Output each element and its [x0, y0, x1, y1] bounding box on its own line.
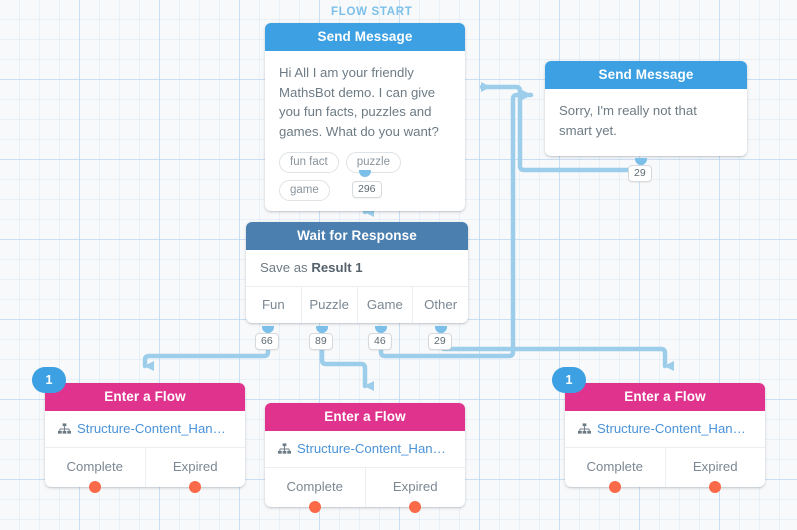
order-badge-enter-flow-right: 1	[552, 367, 586, 393]
sitemap-icon	[278, 442, 291, 454]
exit-expired-right[interactable]: Expired	[666, 448, 766, 493]
quick-reply-chip[interactable]: fun fact	[279, 152, 339, 173]
exit-label: Expired	[692, 459, 738, 474]
exit-dot[interactable]	[88, 481, 101, 493]
quick-reply-chip[interactable]: puzzle	[345, 152, 401, 173]
node-enter-a-flow-right[interactable]: Enter a Flow Structure-Content_Handler… …	[565, 383, 766, 493]
flow-start-label: FLOW START	[331, 6, 413, 18]
exit-complete-center[interactable]: Complete	[265, 468, 366, 513]
save-as-row: Save as Result 1	[246, 250, 468, 287]
sitemap-icon	[58, 422, 71, 434]
flow-link-left[interactable]: Structure-Content_Handler…	[77, 421, 232, 436]
branch-game[interactable]: Game	[358, 287, 414, 323]
flow-link-right[interactable]: Structure-Content_Handler…	[597, 421, 752, 436]
save-as-value: Result 1	[311, 260, 363, 275]
exit-row-left: Complete Expired	[45, 448, 246, 493]
exit-expired-center[interactable]: Expired	[366, 468, 466, 513]
wire-other-to-right-flow	[438, 338, 674, 371]
exit-label: Complete	[66, 459, 123, 474]
exit-complete-right[interactable]: Complete	[565, 448, 666, 493]
count-badge-send-message-main[interactable]: 296	[352, 181, 382, 198]
node-header-enter-a-flow-left: Enter a Flow	[45, 383, 245, 411]
node-header-enter-a-flow-right: Enter a Flow	[565, 383, 765, 411]
connector-nub[interactable]	[316, 326, 328, 333]
save-as-label: Save as	[260, 260, 308, 275]
exit-expired-left[interactable]: Expired	[146, 448, 246, 493]
flow-link-row-right[interactable]: Structure-Content_Handler…	[565, 411, 765, 448]
node-send-message-fallback[interactable]: Send Message Sorry, I'm really not that …	[545, 61, 747, 156]
node-header-send-message-fallback: Send Message	[545, 61, 747, 89]
flow-link-row-left[interactable]: Structure-Content_Handler…	[45, 411, 245, 448]
branch-fun[interactable]: Fun	[246, 287, 302, 323]
exit-row-right: Complete Expired	[565, 448, 766, 493]
order-badge-enter-flow-left: 1	[32, 367, 66, 393]
node-enter-a-flow-center[interactable]: Enter a Flow Structure-Content_Handler… …	[265, 403, 466, 513]
exit-row-center: Complete Expired	[265, 468, 466, 513]
exit-label: Complete	[586, 459, 643, 474]
exit-dot[interactable]	[608, 481, 621, 493]
exit-label: Complete	[286, 479, 343, 494]
exit-dot[interactable]	[709, 481, 722, 493]
connector-nub[interactable]	[262, 326, 274, 333]
message-text-fallback: Sorry, I'm really not that smart yet.	[559, 103, 697, 138]
node-header-enter-a-flow-center: Enter a Flow	[265, 403, 465, 431]
count-badge-branch-puzzle[interactable]: 89	[309, 333, 333, 350]
count-badge-send-message-fallback[interactable]: 29	[628, 165, 652, 182]
flow-link-row-center[interactable]: Structure-Content_Handler…	[265, 431, 465, 468]
sitemap-icon	[578, 422, 591, 434]
branch-puzzle[interactable]: Puzzle	[302, 287, 358, 323]
node-header-wait-for-response: Wait for Response	[246, 222, 468, 250]
count-badge-branch-other[interactable]: 29	[428, 333, 452, 350]
exit-dot[interactable]	[189, 481, 202, 493]
exit-complete-left[interactable]: Complete	[45, 448, 146, 493]
message-text: Hi All I am your friendly MathsBot demo.…	[279, 65, 439, 139]
node-enter-a-flow-left[interactable]: Enter a Flow Structure-Content_Handler… …	[45, 383, 246, 493]
wire-fun-to-left-flow	[142, 344, 271, 371]
branch-row: Fun Puzzle Game Other	[246, 287, 468, 323]
exit-dot[interactable]	[409, 501, 422, 513]
exit-label: Expired	[392, 479, 438, 494]
connector-nub[interactable]	[435, 326, 447, 333]
wire-puzzle-to-center-flow	[319, 344, 374, 391]
count-badge-branch-fun[interactable]: 66	[255, 333, 279, 350]
node-header-send-message: Send Message	[265, 23, 465, 51]
quick-reply-chip[interactable]: game	[279, 180, 330, 201]
connector-nub[interactable]	[375, 326, 387, 333]
node-body-send-message-fallback: Sorry, I'm really not that smart yet.	[545, 89, 747, 156]
exit-label: Expired	[172, 459, 218, 474]
count-badge-branch-game[interactable]: 46	[368, 333, 392, 350]
node-wait-for-response[interactable]: Wait for Response Save as Result 1 Fun P…	[246, 222, 468, 323]
branch-other[interactable]: Other	[424, 297, 458, 312]
exit-dot[interactable]	[308, 501, 321, 513]
flow-link-center[interactable]: Structure-Content_Handler…	[297, 441, 452, 456]
connector-nub[interactable]	[635, 158, 647, 165]
